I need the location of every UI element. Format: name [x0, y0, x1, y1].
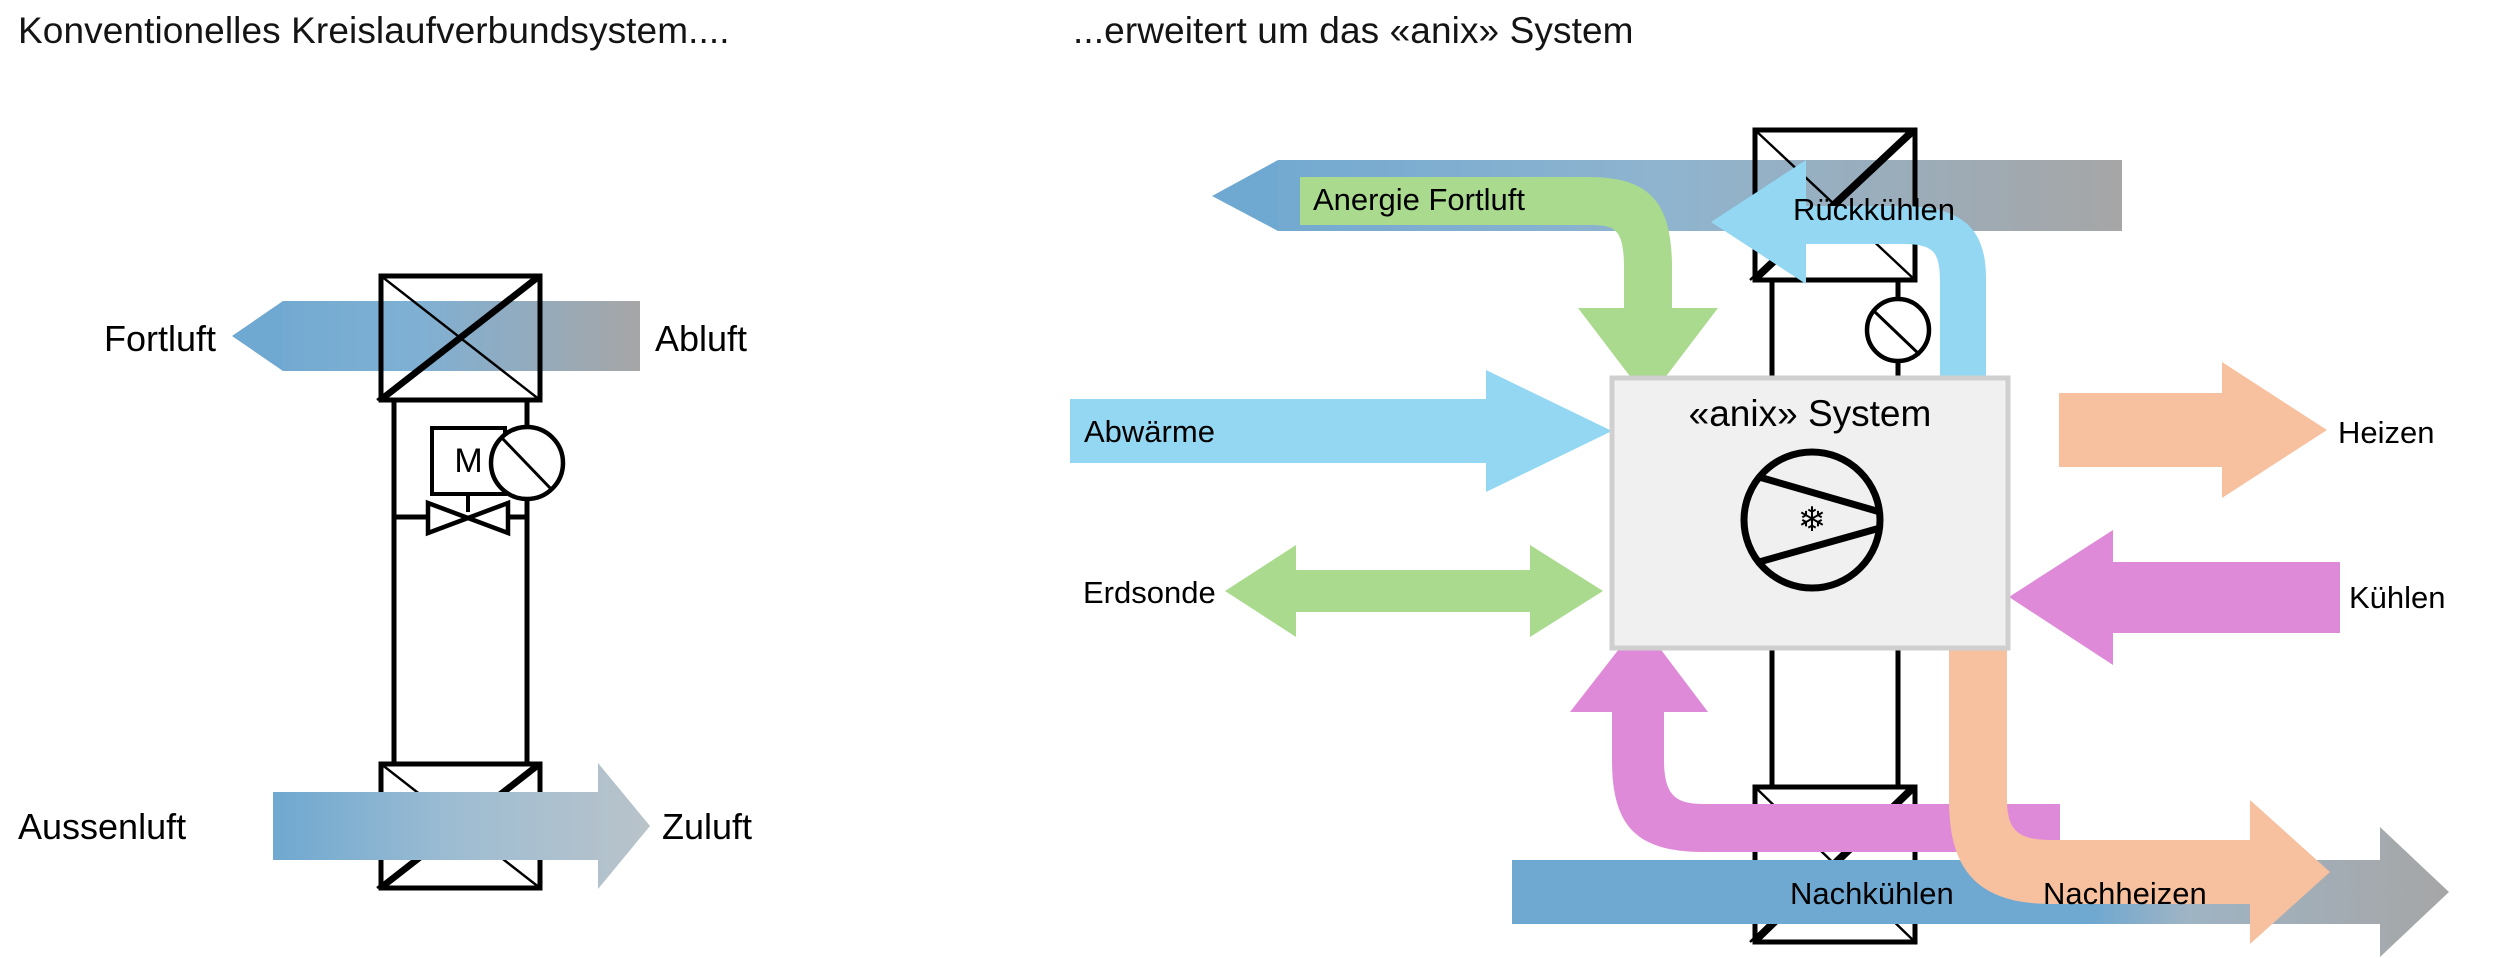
- motor-label: M: [454, 441, 483, 480]
- erdsonde-arrow: [1225, 545, 1603, 637]
- right-supply-air-arrow: [1512, 827, 2449, 957]
- snowflake-icon: ❄: [1797, 501, 1827, 539]
- rueckkuehlen-arrow: [1711, 160, 1986, 378]
- label-rueckkuehlen: Rückkühlen: [1793, 192, 1955, 227]
- anix-system-box: [1609, 375, 2011, 651]
- heat-pump-symbol: [1740, 448, 1884, 592]
- kuehlen-arrow: [2009, 530, 2340, 665]
- right-diagram-title: ...erweitert um das «anix» System: [1073, 10, 1634, 51]
- label-nachkuehlen: Nachkühlen: [1790, 876, 1954, 911]
- label-aussenluft: Aussenluft: [18, 806, 187, 847]
- label-nachheizen: Nachheizen: [2043, 876, 2207, 911]
- label-fortluft: Fortluft: [104, 318, 217, 359]
- control-valve: [425, 499, 511, 537]
- nachheizen-arrow: [1949, 648, 2330, 944]
- heat-exchanger-top-left: [376, 273, 543, 403]
- anergie-fortluft-arrow: [1300, 177, 1718, 400]
- label-erdsonde: Erdsonde: [1083, 575, 1216, 610]
- abwaerme-arrow: [1070, 370, 1612, 492]
- pump-right: [1864, 296, 1932, 364]
- anix-system-label: «anix» System: [1688, 393, 1932, 434]
- heizen-arrow: [2059, 362, 2327, 498]
- right-bottom-pipes: [1769, 648, 1901, 787]
- label-abwaerme: Abwärme: [1084, 414, 1215, 449]
- label-heizen: Heizen: [2338, 415, 2435, 450]
- left-diagram-title: Konventionelles Kreislaufverbundsystem..…: [18, 10, 730, 51]
- label-kuehlen: Kühlen: [2349, 580, 2446, 615]
- pump-left: [488, 424, 566, 502]
- label-abluft: Abluft: [655, 318, 748, 359]
- left-supply-air-arrow: [273, 763, 650, 889]
- label-zuluft: Zuluft: [662, 806, 753, 847]
- label-anergie-fortluft: Anergie Fortluft: [1313, 182, 1525, 217]
